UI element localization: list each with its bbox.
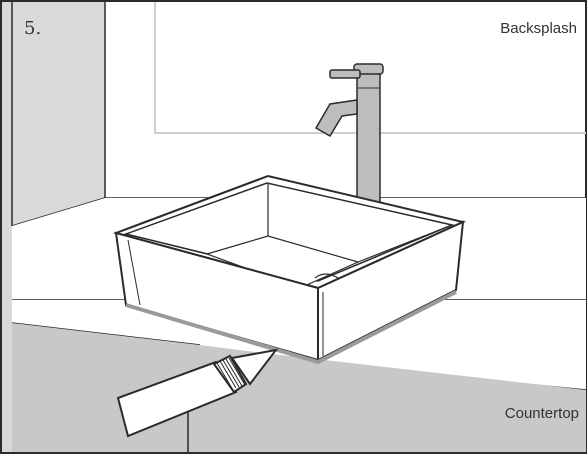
- backsplash-label: Backsplash: [500, 20, 577, 37]
- faucet: [314, 63, 384, 215]
- backsplash-panel: [154, 2, 586, 134]
- step-number: 5.: [24, 18, 42, 39]
- vessel-sink: [112, 174, 467, 365]
- side-wall: [2, 2, 105, 452]
- countertop-label: Countertop: [504, 405, 579, 422]
- caulk-tube: [116, 348, 279, 438]
